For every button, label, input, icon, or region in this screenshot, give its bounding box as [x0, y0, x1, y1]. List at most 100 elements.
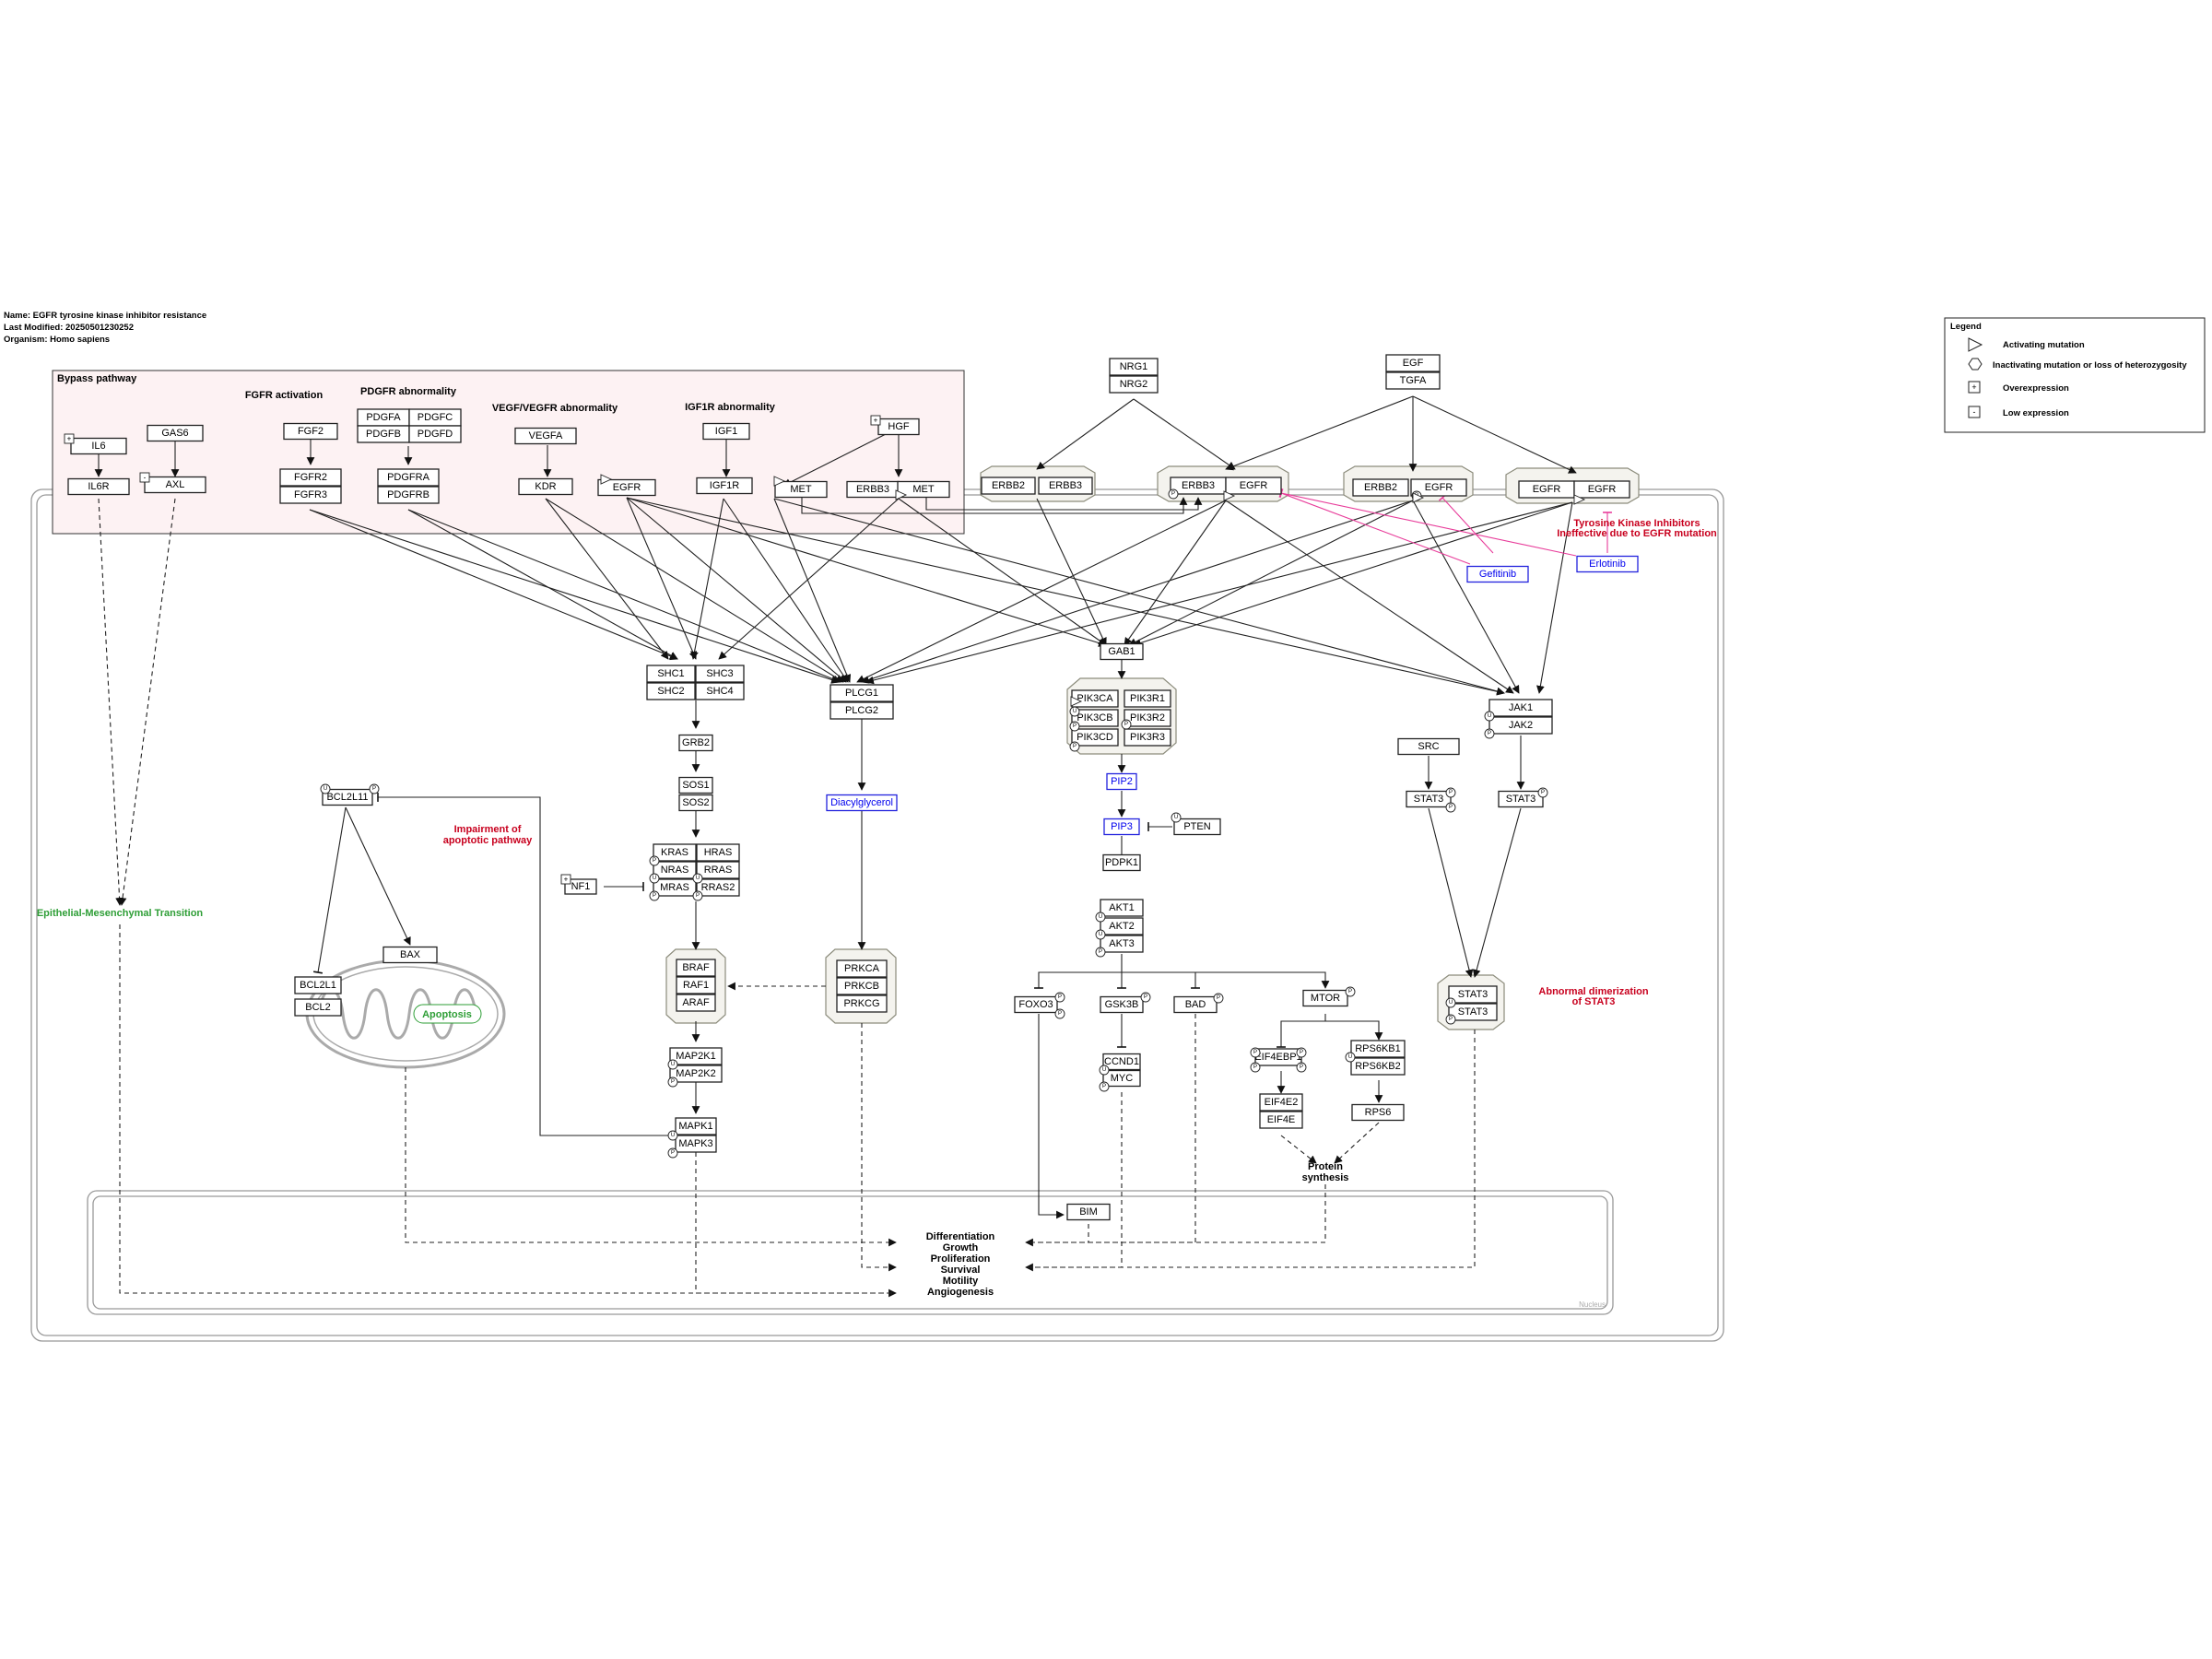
- gene-product-box[interactable]: [675, 1135, 717, 1153]
- gene-product-box[interactable]: [1259, 1111, 1303, 1129]
- node-nf1[interactable]: NF1: [564, 878, 597, 895]
- gene-product-box[interactable]: [518, 477, 573, 496]
- gene-product-box[interactable]: [653, 861, 697, 879]
- gene-product-box[interactable]: [696, 878, 740, 897]
- metabolite-box[interactable]: [826, 794, 898, 812]
- node-pik3ca[interactable]: PIK3CA: [1071, 689, 1119, 708]
- node-prkcb[interactable]: PRKCB: [836, 977, 888, 995]
- gene-product-box[interactable]: [653, 843, 697, 862]
- gene-product-box[interactable]: [279, 468, 342, 487]
- node-pik3r3[interactable]: PIK3R3: [1124, 728, 1171, 747]
- node-plcg1[interactable]: PLCG1: [830, 684, 894, 702]
- gene-product-box[interactable]: [144, 476, 206, 494]
- node-ccnd1[interactable]: CCND1: [1102, 1053, 1141, 1071]
- node-plcg2[interactable]: PLCG2: [830, 701, 894, 720]
- node-bax[interactable]: BAX: [382, 946, 438, 964]
- gene-product-box[interactable]: [1448, 1003, 1498, 1021]
- gene-product-box[interactable]: [1100, 899, 1144, 917]
- node-prkcg[interactable]: PRKCG: [836, 994, 888, 1013]
- node-pip3[interactable]: PIP3: [1103, 818, 1140, 836]
- node-shc4[interactable]: SHC4: [695, 682, 745, 700]
- gene-product-box[interactable]: [1498, 790, 1544, 808]
- gene-product-box[interactable]: [67, 477, 130, 496]
- gene-product-box[interactable]: [1385, 371, 1441, 390]
- gene-product-box[interactable]: [1038, 477, 1093, 495]
- gene-product-box[interactable]: [1102, 853, 1141, 872]
- gene-product-box[interactable]: [678, 776, 713, 794]
- gene-product-box[interactable]: [836, 977, 888, 995]
- gene-product-box[interactable]: [695, 665, 745, 683]
- drug-box[interactable]: [1576, 555, 1639, 573]
- drug-box[interactable]: [1466, 565, 1529, 583]
- gene-product-box[interactable]: [1100, 935, 1144, 953]
- gene-product-box[interactable]: [1488, 699, 1553, 717]
- node-rras[interactable]: RRAS: [696, 861, 740, 879]
- gene-product-box[interactable]: [147, 424, 204, 442]
- node-kras[interactable]: KRAS: [653, 843, 697, 862]
- node-gsk3b[interactable]: GSK3B: [1100, 995, 1144, 1014]
- node-met[interactable]: MET: [774, 480, 828, 499]
- node-raf1[interactable]: RAF1: [676, 976, 716, 994]
- gene-product-box[interactable]: [669, 1047, 723, 1065]
- node-sos1[interactable]: SOS1: [678, 776, 713, 794]
- node-erbb3[interactable]: ERBB3: [1170, 477, 1227, 495]
- node-sos2[interactable]: SOS2: [678, 794, 713, 812]
- node-stat3[interactable]: STAT3: [1448, 985, 1498, 1004]
- gene-product-box[interactable]: [1102, 1069, 1141, 1088]
- node-pik3cb[interactable]: PIK3CB: [1071, 709, 1119, 727]
- gene-product-box[interactable]: [1302, 989, 1348, 1007]
- gene-product-box[interactable]: [1066, 1203, 1111, 1221]
- gene-product-box[interactable]: [1173, 995, 1218, 1014]
- node-map2k1[interactable]: MAP2K1: [669, 1047, 723, 1065]
- node-pip2[interactable]: PIP2: [1106, 772, 1137, 791]
- gene-product-box[interactable]: [1124, 728, 1171, 747]
- node-bad[interactable]: BAD: [1173, 995, 1218, 1014]
- gene-product-box[interactable]: [1406, 790, 1452, 808]
- gene-product-box[interactable]: [1573, 480, 1630, 499]
- gene-product-box[interactable]: [897, 480, 950, 499]
- node-tgfa[interactable]: TGFA: [1385, 371, 1441, 390]
- gene-product-box[interactable]: [382, 946, 438, 964]
- node-erlotinib[interactable]: Erlotinib: [1576, 555, 1639, 573]
- gene-product-box[interactable]: [408, 425, 462, 443]
- gene-product-box[interactable]: [702, 422, 750, 441]
- gene-product-box[interactable]: [678, 794, 713, 812]
- gene-product-box[interactable]: [377, 486, 440, 504]
- gene-product-box[interactable]: [1100, 995, 1144, 1014]
- node-akt3[interactable]: AKT3: [1100, 935, 1144, 953]
- gene-product-box[interactable]: [1100, 917, 1144, 935]
- node-stat3[interactable]: STAT3: [1406, 790, 1452, 808]
- gene-product-box[interactable]: [646, 665, 696, 683]
- gene-product-box[interactable]: [696, 861, 740, 879]
- node-fgf2[interactable]: FGF2: [283, 422, 338, 441]
- node-erbb2[interactable]: ERBB2: [1352, 478, 1409, 497]
- node-grb2[interactable]: GRB2: [678, 734, 713, 752]
- gene-product-box[interactable]: [294, 976, 342, 994]
- gene-product-box[interactable]: [294, 998, 342, 1017]
- gene-product-box[interactable]: [1109, 375, 1159, 394]
- node-erbb3[interactable]: ERBB3: [846, 480, 900, 499]
- metabolite-box[interactable]: [1106, 772, 1137, 791]
- gene-product-box[interactable]: [1225, 477, 1282, 495]
- node-bim[interactable]: BIM: [1066, 1203, 1111, 1221]
- node-fgfr3[interactable]: FGFR3: [279, 486, 342, 504]
- node-map2k2[interactable]: MAP2K2: [669, 1065, 723, 1083]
- gene-product-box[interactable]: [279, 486, 342, 504]
- node-bcl2[interactable]: BCL2: [294, 998, 342, 1017]
- node-jak1[interactable]: JAK1: [1488, 699, 1553, 717]
- gene-product-box[interactable]: [653, 878, 697, 897]
- node-akt2[interactable]: AKT2: [1100, 917, 1144, 935]
- node-prkca[interactable]: PRKCA: [836, 959, 888, 978]
- node-bcl2l11[interactable]: BCL2L11: [322, 788, 373, 806]
- node-pik3r2[interactable]: PIK3R2: [1124, 709, 1171, 727]
- gene-product-box[interactable]: [1109, 358, 1159, 376]
- gene-product-box[interactable]: [877, 418, 920, 436]
- node-egfr[interactable]: EGFR: [1518, 480, 1575, 499]
- gene-product-box[interactable]: [1352, 478, 1409, 497]
- node-axl[interactable]: AXL: [144, 476, 206, 494]
- node-pik3cd[interactable]: PIK3CD: [1071, 728, 1119, 747]
- node-pik3r1[interactable]: PIK3R1: [1124, 689, 1171, 708]
- node-hgf[interactable]: HGF: [877, 418, 920, 436]
- gene-product-box[interactable]: [564, 878, 597, 895]
- node-shc2[interactable]: SHC2: [646, 682, 696, 700]
